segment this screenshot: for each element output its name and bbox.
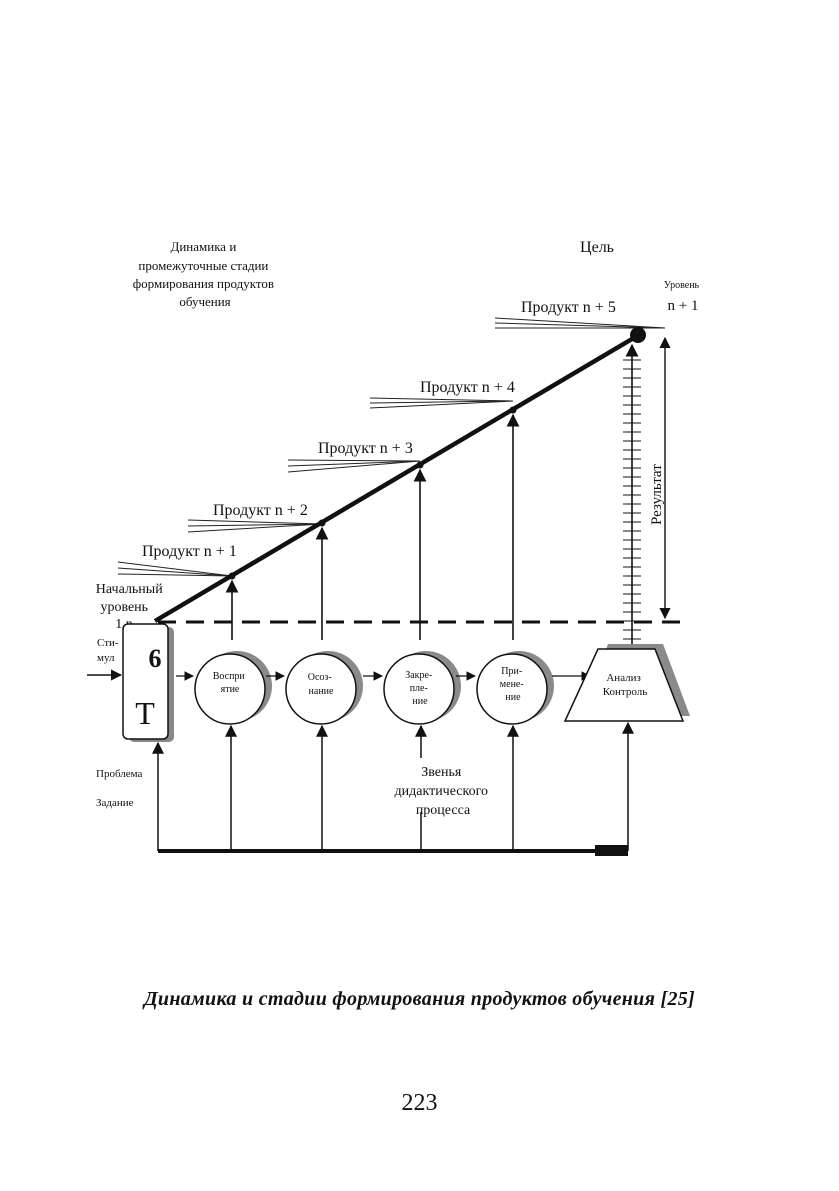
result-label: Результат [649, 464, 665, 525]
stage-perception: Воспри ятие [194, 651, 272, 725]
svg-text:Продукт n + 3: Продукт n + 3 [318, 440, 413, 457]
growth-line [153, 334, 639, 623]
teacher-box [122, 623, 169, 740]
svg-text:Воспри ятие: Воспри ятие [213, 671, 248, 695]
product-label-3: Продукт n + 3 [287, 440, 421, 473]
svg-text:Продукт n + 5: Продукт n + 5 [521, 299, 616, 316]
top-level-label: Уровень n + 1 [664, 277, 702, 314]
svg-text:Продукт n + 4: Продукт n + 4 [420, 379, 515, 396]
stimulus-label: Сти- мул [97, 637, 121, 664]
product-point-4 [509, 406, 517, 414]
svg-text:Осоз- нание: Осоз- нание [308, 672, 334, 697]
goal-label: Цель [580, 239, 614, 256]
feedback-base-end [595, 845, 628, 856]
diagram-title: Динамика и промежуточные стадии формиров… [133, 239, 278, 309]
product-label-4: Продукт n + 4 [369, 379, 515, 409]
product-label-5: Продукт n + 5 [494, 299, 666, 329]
svg-text:Анализ Контроль: Анализ Контроль [603, 672, 647, 698]
didactic-links-label: Звенья дидактического процесса [395, 765, 492, 818]
figure-caption: Динамика и стадии формирования продуктов… [143, 988, 696, 1010]
product-label-1: Продукт n + 1 [117, 543, 237, 577]
stage-comprehension: Осоз- нание [285, 651, 363, 725]
measurement-scale [623, 343, 641, 648]
svg-text:Продукт n + 1: Продукт n + 1 [142, 543, 237, 560]
svg-text:Продукт n + 2: Продукт n + 2 [213, 502, 308, 519]
product-label-2: Продукт n + 2 [187, 502, 323, 533]
learning-dynamics-diagram: Динамика и промежуточные стадии формиров… [87, 239, 702, 856]
product-point-2 [318, 519, 326, 527]
start-level-label: Начальный уровень 1 n [96, 582, 166, 632]
svg-text:При- мене- ние: При- мене- ние [500, 666, 526, 703]
page-number: 223 [401, 1090, 438, 1116]
teacher-symbol: Т [135, 695, 155, 731]
problem-label: Проблема [96, 768, 143, 780]
goal-point [630, 327, 646, 343]
svg-text:Закре- пле- ние: Закре- пле- ние [405, 670, 435, 707]
product-point-1 [228, 572, 236, 580]
product-point-3 [416, 461, 424, 469]
task-label: Задание [96, 797, 134, 809]
analysis-control-block: Анализ Контроль [563, 644, 690, 722]
stage-consolidation: Закре- пле- ние [383, 651, 461, 725]
student-symbol: 6 [149, 644, 162, 673]
stage-application: При- мене- ние [476, 651, 554, 725]
